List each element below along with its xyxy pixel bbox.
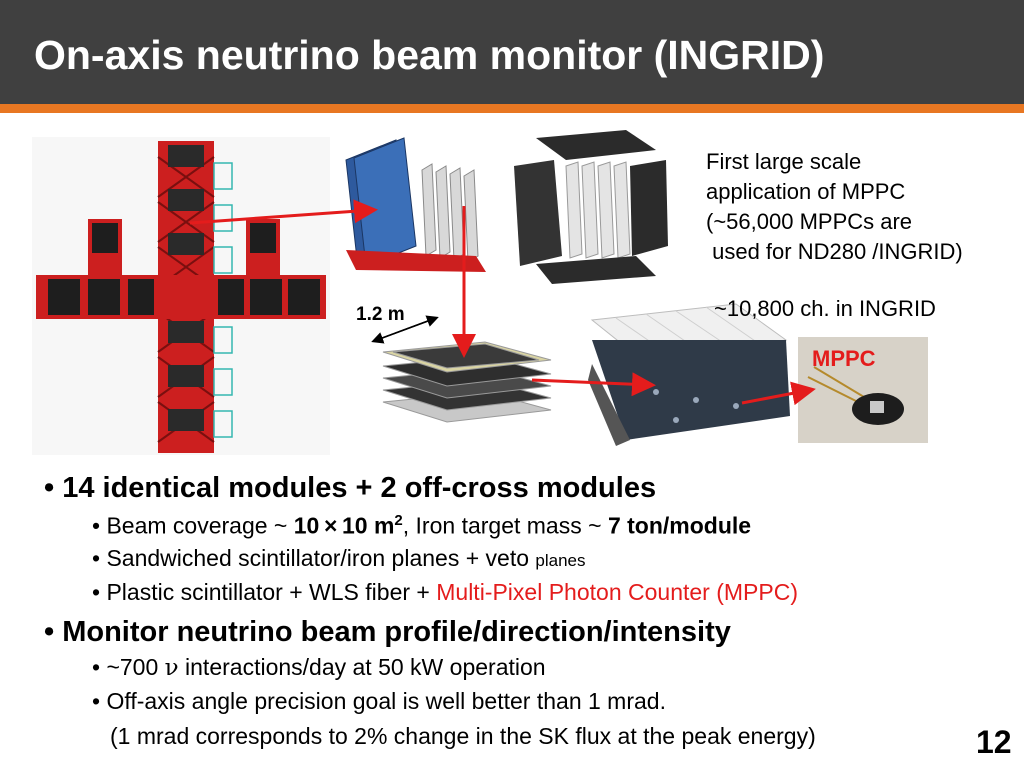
bullet-mrad-note: (1 mrad corresponds to 2% change in the … [110, 723, 816, 750]
bullet-modules-text: 14 identical modules + 2 off-cross modul… [62, 472, 657, 504]
mppc-photo [798, 337, 928, 443]
mppc-note-line-1: First large scale [706, 149, 862, 174]
bullet-text: Off-axis angle precision goal is well be… [106, 688, 666, 714]
bullet-text: interactions/day at 50 kW operation [178, 654, 546, 680]
module-veto-image [514, 130, 668, 284]
dimension-label: 1.2 m [356, 304, 405, 325]
exploded-planes-image [382, 341, 552, 423]
bullet-text-bold: 10 × 10 m [293, 512, 395, 539]
ingrid-cross-layout-image [32, 137, 330, 455]
bullet-text-small: planes [535, 551, 586, 570]
bullet-off-axis-precision: • Off-axis angle precision goal is well … [92, 688, 666, 714]
bullet-text: Sandwiched scintillator/iron planes + ve… [106, 545, 536, 571]
bullet-beam-coverage: • Beam coverage ~ 10 × 10 m2, Iron targe… [92, 512, 752, 539]
nu-symbol: ν [164, 655, 179, 681]
scintillator-closeup-image [588, 303, 790, 446]
bullet-modules: • 14 identical modules + 2 off-cross mod… [44, 472, 657, 504]
title-bar [0, 0, 1024, 104]
bullet-monitor-beam: • Monitor neutrino beam profile/directio… [44, 616, 731, 648]
bullet-text: (1 mrad corresponds to 2% change in the … [110, 723, 816, 749]
title-accent-rule [0, 104, 1024, 113]
page-number: 12 [976, 724, 1012, 760]
bullet-text: ~700 [106, 654, 165, 680]
channel-count-note: ~10,800 ch. in INGRID [714, 296, 936, 321]
bullet-monitor-beam-text: Monitor neutrino beam profile/direction/… [62, 616, 731, 648]
slide-title: On-axis neutrino beam monitor (INGRID) [34, 32, 825, 78]
mppc-note-line-3: (~56,000 MPPCs are [706, 209, 913, 234]
bullet-plastic-scintillator: • Plastic scintillator + WLS fiber + Mul… [92, 579, 798, 605]
bullet-interactions: • ~700 ν interactions/day at 50 kW opera… [92, 654, 546, 681]
mppc-note-line-4: used for ND280 /INGRID) [706, 239, 963, 264]
bullet-text-bold: 7 ton/module [607, 512, 752, 539]
mppc-label: MPPC [812, 346, 876, 371]
bullet-sandwiched-planes: • Sandwiched scintillator/iron planes + … [92, 545, 586, 571]
mppc-note-line-2: application of MPPC [706, 179, 906, 204]
bullet-text: Beam coverage ~ [106, 512, 294, 539]
bullet-text-highlight: Multi-Pixel Photon Counter (MPPC) [436, 579, 798, 605]
bullet-text: , Iron target mass ~ [402, 512, 608, 539]
bullet-superscript: 2 [394, 512, 403, 529]
bullet-text: Plastic scintillator + WLS fiber + [106, 579, 437, 605]
module-planes-image [345, 137, 486, 272]
